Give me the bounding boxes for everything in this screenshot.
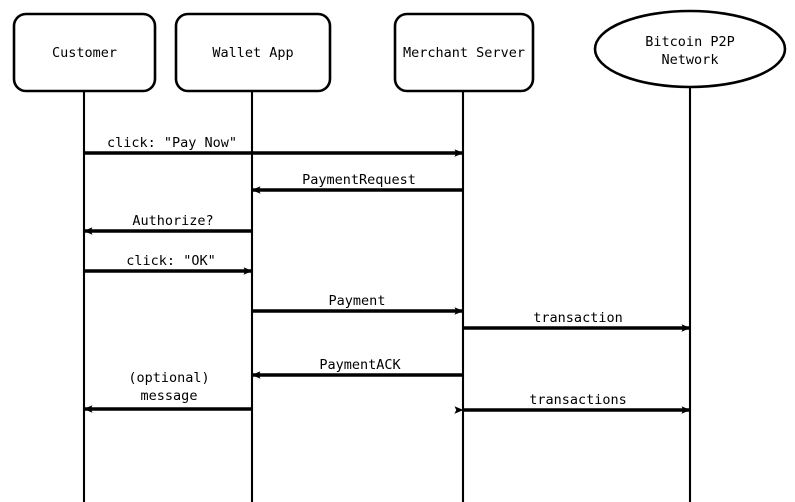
bitcoin-network-label-line1: Bitcoin P2P xyxy=(645,34,734,50)
message-authorize[interactable]: Authorize? xyxy=(83,213,252,235)
bitcoin-network-label-line2: Network xyxy=(662,52,719,68)
message-label-line2: message xyxy=(141,388,198,404)
message-payment-request[interactable]: PaymentRequest xyxy=(251,172,463,194)
lifelines-group xyxy=(82,86,692,502)
customer-label: Customer xyxy=(52,45,117,61)
message-transactions[interactable]: transactions xyxy=(454,392,691,414)
participant-customer[interactable]: Customer xyxy=(12,12,157,93)
message-label: Payment xyxy=(329,293,386,309)
merchant-label: Merchant Server xyxy=(403,45,525,61)
message-transaction[interactable]: transaction xyxy=(463,310,691,332)
message-click-pay-now[interactable]: click: "Pay Now" xyxy=(84,135,464,157)
message-optional-message[interactable]: (optional) message xyxy=(83,370,252,413)
message-label: PaymentACK xyxy=(319,357,401,373)
wallet-box[interactable] xyxy=(174,12,332,93)
participant-bitcoin-network[interactable]: Bitcoin P2P Network xyxy=(593,9,787,89)
message-label: Authorize? xyxy=(132,213,213,229)
message-label: click: "Pay Now" xyxy=(107,135,237,151)
wallet-label: Wallet App xyxy=(212,45,293,61)
message-label: transaction xyxy=(533,310,622,326)
message-label-line1: (optional) xyxy=(128,370,209,386)
merchant-box[interactable] xyxy=(393,12,535,93)
message-payment-ack[interactable]: PaymentACK xyxy=(251,357,463,379)
customer-box[interactable] xyxy=(12,12,157,93)
message-label: transactions xyxy=(529,392,627,408)
participant-merchant[interactable]: Merchant Server xyxy=(393,12,535,93)
message-click-ok[interactable]: click: "OK" xyxy=(84,253,253,275)
participant-wallet[interactable]: Wallet App xyxy=(174,12,332,93)
message-payment[interactable]: Payment xyxy=(252,293,464,315)
message-label: click: "OK" xyxy=(126,253,215,269)
message-label: PaymentRequest xyxy=(302,172,416,188)
bitcoin-network-ellipse[interactable] xyxy=(593,9,787,89)
